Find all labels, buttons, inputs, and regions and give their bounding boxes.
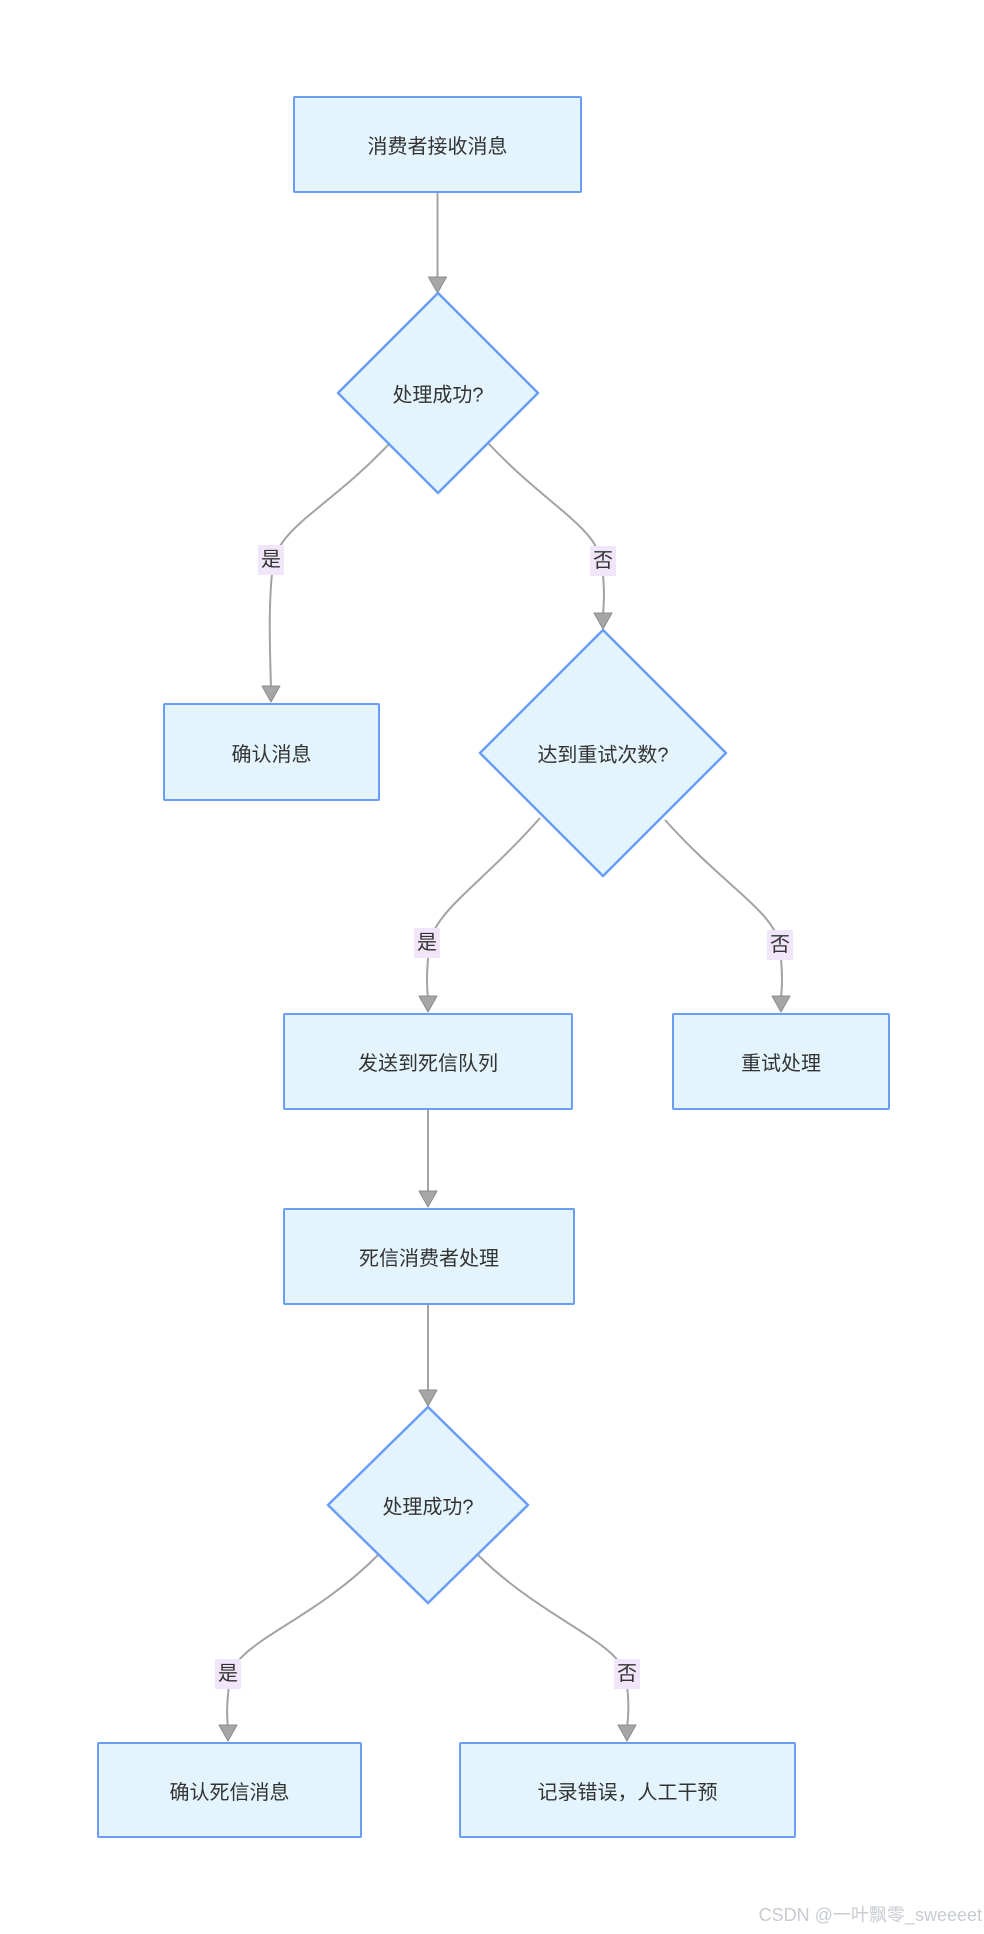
edge-success2-no-to-logerror: [477, 1554, 630, 1729]
arrowhead-icon: [593, 612, 613, 630]
arrowhead-icon: [418, 1190, 438, 1208]
node-label: 发送到死信队列: [358, 1053, 498, 1075]
edge-label-yes: 是: [414, 928, 440, 958]
node-label: 重试处理: [741, 1053, 821, 1075]
decision-success1-label: 处理成功?: [392, 384, 484, 407]
arrowhead-icon: [428, 276, 447, 294]
csdn-watermark: CSDN @一叶飘零_sweeeet: [758, 1905, 982, 1925]
arrowhead-icon: [418, 995, 438, 1013]
decision-retrylimit-label: 达到重试次数?: [537, 744, 669, 767]
node-label: 确认死信消息: [169, 1781, 290, 1804]
node-dead-letter-consumer-process: 死信消费者处理: [283, 1208, 575, 1305]
node-label: 确认消息: [231, 743, 312, 766]
edge-retrylimit-yes-to-senddlq: [426, 817, 541, 1000]
node-retry-process: 重试处理: [672, 1013, 890, 1110]
node-send-to-dead-letter-queue: 发送到死信队列: [283, 1013, 573, 1110]
edge-label-yes: 是: [215, 1659, 241, 1689]
edge-label-no: 否: [614, 1659, 640, 1689]
decision-success1-shape: [336, 291, 540, 495]
arrowhead-icon: [261, 685, 281, 703]
node-label: 消费者接收消息: [367, 136, 508, 158]
decision-retrylimit-shape: [478, 628, 728, 878]
edge-label-yes: 是: [258, 545, 284, 575]
arrowhead-icon: [617, 1724, 637, 1742]
decision-success2-label: 处理成功?: [382, 1496, 474, 1519]
edge-label-no: 否: [590, 546, 616, 576]
node-label: 死信消费者处理: [359, 1248, 499, 1270]
arrowhead-icon: [771, 995, 791, 1013]
edge-retrylimit-no-to-retry: [664, 819, 783, 1000]
node-ack-message: 确认消息: [163, 703, 380, 801]
edge-success1-no-to-retrylimit: [487, 442, 605, 616]
node-log-error-manual-intervention: 记录错误，人工干预: [459, 1742, 796, 1838]
edge-success2-yes-to-ackdlq: [226, 1554, 379, 1729]
edge-label-no: 否: [767, 930, 793, 960]
arrowhead-icon: [418, 1389, 438, 1407]
node-consumer-receive-message: 消费者接收消息: [293, 96, 582, 193]
arrowhead-icon: [218, 1724, 238, 1742]
decision-success2-shape: [326, 1405, 530, 1605]
node-label: 记录错误，人工干预: [537, 1781, 718, 1804]
node-ack-dead-letter-message: 确认死信消息: [97, 1742, 362, 1838]
edge-success1-yes-to-ack: [268, 442, 391, 690]
